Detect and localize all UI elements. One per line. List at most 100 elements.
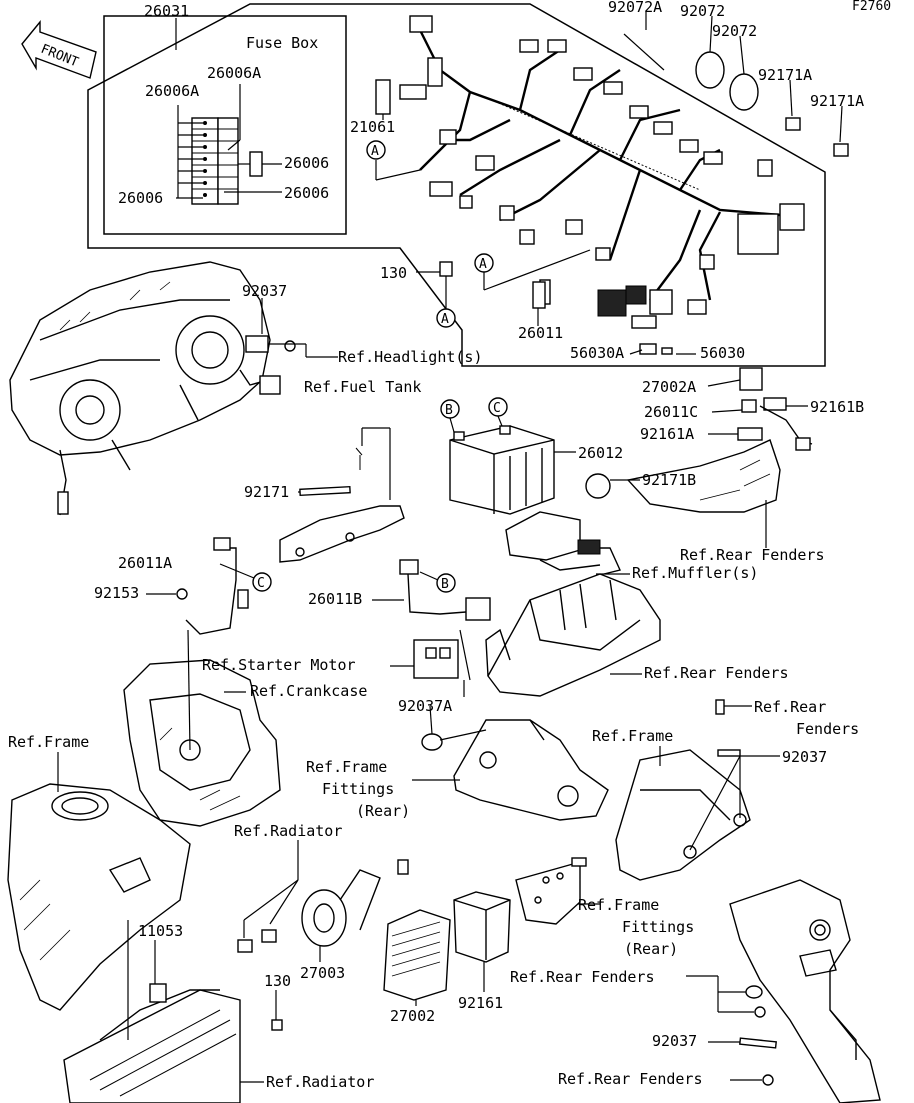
ref-label: Ref.Rear Fenders — [644, 664, 789, 682]
radiator — [63, 920, 264, 1103]
circle-ref-a: A — [366, 140, 386, 160]
rear-fender-upper — [626, 367, 813, 548]
svg-text:A: A — [441, 312, 449, 327]
main-wiring-harness — [399, 15, 805, 329]
circle-ref-a: A — [474, 253, 494, 273]
part-label: 26012 — [578, 444, 623, 462]
relay-box-92161 — [453, 891, 511, 992]
relay-27002A — [739, 367, 763, 391]
ref-label: Fenders — [796, 720, 859, 738]
part-label: 56030A — [570, 344, 624, 362]
figure-id: F2760 — [852, 0, 891, 14]
bolt-92153 — [176, 588, 188, 600]
ref-label: Ref.Frame — [592, 727, 673, 745]
clip-92171A — [785, 117, 801, 131]
connector — [409, 15, 433, 33]
part-label: 26011 — [518, 324, 563, 342]
svg-text:A: A — [371, 144, 379, 159]
ecu-27002 — [383, 909, 451, 1006]
ref-label: Ref.Frame — [8, 733, 89, 751]
ref-label: Ref.Rear Fenders — [510, 968, 655, 986]
part-label: 21061 — [350, 118, 395, 136]
part-label: 11053 — [138, 922, 183, 940]
part-label: 92161B — [810, 398, 864, 416]
fuse-box-panel: Fuse Box — [103, 15, 347, 235]
horn-27003 — [237, 840, 409, 1031]
ref-label: (Rear) — [624, 940, 678, 958]
lead-26011B — [372, 559, 491, 621]
part-label: 26031 — [144, 2, 189, 20]
ref-label: Ref.Rear — [754, 698, 826, 716]
part-label: 92161A — [640, 425, 694, 443]
crankcase — [123, 629, 281, 827]
frame-right — [615, 699, 780, 881]
frame-left — [7, 752, 191, 1011]
part-label: 27003 — [300, 964, 345, 982]
harness-frame — [87, 3, 826, 367]
label-26006-left: 26006 — [118, 189, 163, 207]
frame-fittings-rear — [412, 705, 609, 821]
bracket-11053 — [149, 983, 167, 1003]
circle-ref-c: C — [252, 572, 272, 592]
bracket-frame-fittings — [515, 857, 600, 925]
rear-fender-bracket — [686, 879, 881, 1103]
label-26006A-top: 26006A — [207, 64, 261, 82]
ref-label: Fittings — [322, 780, 394, 798]
front-arrow-icon: FRONT — [21, 20, 97, 79]
part-label: 130 — [264, 972, 291, 990]
bracket-92037 — [245, 335, 269, 353]
clamp-92072 — [729, 73, 759, 111]
clamp-92171B — [585, 473, 611, 499]
part-label: 92072A — [608, 0, 662, 16]
part-label: 92171B — [642, 471, 696, 489]
part-label: 27002A — [642, 378, 696, 396]
part-label: 26011A — [118, 554, 172, 572]
ref-label: Ref.Rear Fenders — [680, 546, 825, 564]
label-26006-right-upper: 26006 — [284, 154, 329, 172]
clip-92171A — [833, 143, 849, 157]
circle-ref-c: C — [488, 397, 508, 417]
ref-label: Ref.Crankcase — [250, 682, 367, 700]
part-label: 92037 — [652, 1032, 697, 1050]
starter-relay-harness — [505, 473, 640, 575]
circle-ref-b: B — [440, 399, 460, 419]
part-label: 26011C — [644, 403, 698, 421]
part-label: 27002 — [390, 1007, 435, 1025]
circle-ref-a: A — [436, 308, 456, 328]
strap-92171 — [299, 485, 351, 497]
circle-ref-b: B — [436, 573, 456, 593]
lead-26011 — [532, 281, 546, 309]
ref-label: (Rear) — [356, 802, 410, 820]
label-26006A-left: 26006A — [145, 82, 199, 100]
ref-label: Ref.Headlight(s) — [338, 348, 483, 366]
ref-label: Ref.Radiator — [234, 822, 342, 840]
part-label: 92037 — [782, 748, 827, 766]
svg-text:A: A — [479, 257, 487, 272]
headlight-assembly — [9, 261, 281, 516]
part-label: 92037 — [242, 282, 287, 300]
part-label: 92171 — [244, 483, 289, 501]
lead-26011A — [185, 537, 255, 635]
fuse-box-title: Fuse Box — [246, 34, 318, 52]
clamp-92072 — [695, 51, 725, 89]
starter-relay — [390, 629, 471, 681]
fuel-pump-lead — [279, 447, 405, 563]
lead-26011C — [741, 399, 757, 413]
ref-label: Fittings — [622, 918, 694, 936]
relay-21061 — [375, 79, 391, 115]
ref-label: Ref.Starter Motor — [202, 656, 356, 674]
screw — [284, 340, 296, 352]
svg-text:B: B — [445, 403, 453, 418]
bushing-92037A — [421, 733, 443, 751]
ref-label: Ref.Muffler(s) — [632, 564, 758, 582]
part-label: 92072 — [680, 2, 725, 20]
label-26006-right-lower: 26006 — [284, 184, 329, 202]
ref-label: Ref.Frame — [578, 896, 659, 914]
battery-case — [485, 573, 661, 697]
battery-26012 — [449, 425, 555, 515]
strap-92037 — [717, 749, 741, 757]
bolt — [715, 699, 725, 715]
part-label: 26011B — [308, 590, 362, 608]
part-label: 92171A — [810, 92, 864, 110]
svg-text:B: B — [441, 577, 449, 592]
